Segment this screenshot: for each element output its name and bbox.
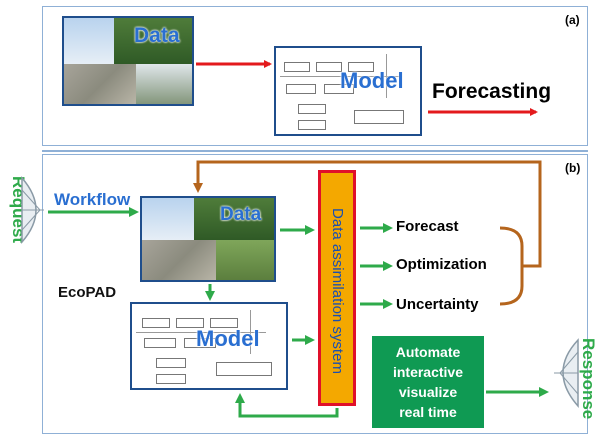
- model-label-a: Model: [340, 68, 404, 93]
- data-photo-collage-a: [62, 16, 194, 106]
- ecopad-label: EcoPAD: [58, 284, 117, 301]
- automate-line-2: interactive: [392, 364, 464, 380]
- panel-b-label: (b): [565, 161, 581, 175]
- model-diagram-b: [130, 302, 288, 390]
- forecast-label: Forecast: [396, 218, 459, 235]
- automate-line-4: real time: [399, 404, 457, 420]
- model-label-b: Model: [196, 326, 260, 351]
- request-label: Request: [9, 176, 28, 244]
- automate-visualize-box: Automate interactive visualize real time: [372, 336, 484, 428]
- forecasting-label: Forecasting: [432, 80, 552, 103]
- data-label-a: Data: [134, 24, 180, 47]
- response-label: Response: [579, 338, 598, 420]
- data-assimilation-system-box: Data assimilation system: [318, 170, 356, 406]
- automate-line-3: visualize: [398, 384, 458, 400]
- data-label-b: Data: [220, 204, 262, 225]
- data-assimilation-system-label: Data assimilation system: [329, 208, 346, 374]
- panel-separator: [42, 150, 588, 152]
- model-diagram-a: [274, 46, 422, 136]
- automate-line-1: Automate: [395, 344, 461, 360]
- panel-a-label: (a): [565, 13, 580, 27]
- uncertainty-label: Uncertainty: [396, 296, 479, 313]
- optimization-label: Optimization: [396, 256, 487, 273]
- workflow-label: Workflow: [54, 190, 131, 209]
